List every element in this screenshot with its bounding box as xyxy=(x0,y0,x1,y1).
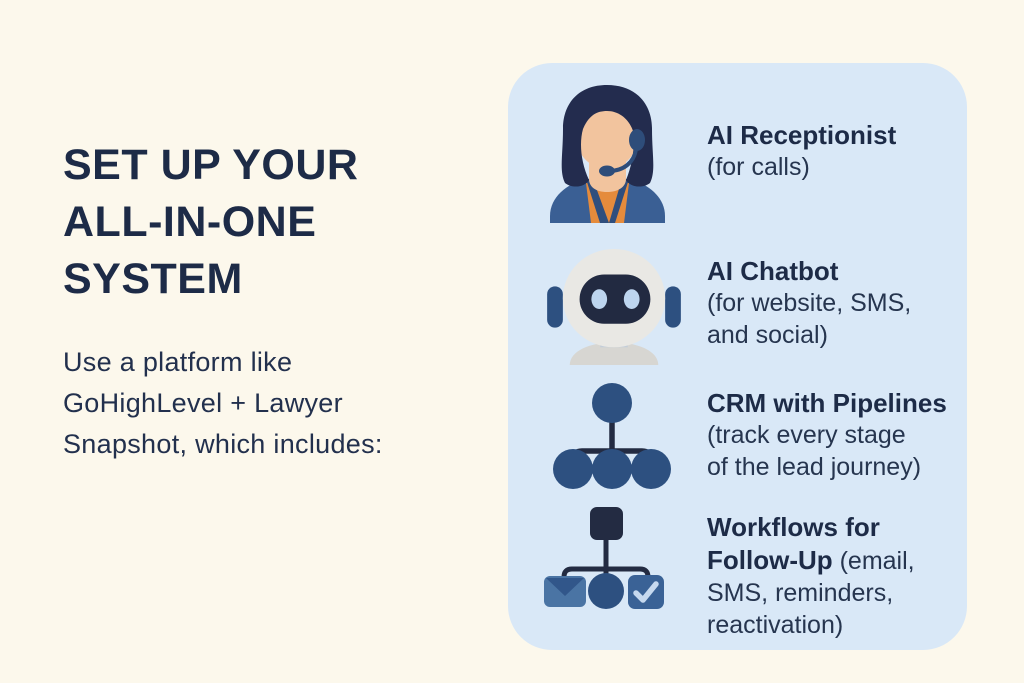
receptionist-headset-woman-icon xyxy=(545,83,670,223)
feature-item-crm: CRM with Pipelines (track every stage of… xyxy=(707,387,965,483)
feature-subtitle: (track every stage of the lead journey) xyxy=(707,421,922,481)
features-card: AI Receptionist (for calls) AI Chatbot (… xyxy=(508,63,967,650)
feature-title-and-subtitle: Workflows for Follow-Up (email, SMS, rem… xyxy=(707,511,965,641)
feature-subtitle: (email, SMS, reminders, reactivation) xyxy=(707,547,915,639)
feature-item-chatbot: AI Chatbot (for website, SMS, and social… xyxy=(707,255,965,351)
left-text-panel: SET UP YOUR ALL-IN-ONE SYSTEM Use a plat… xyxy=(63,137,483,465)
feature-title: Workflows for Follow-Up xyxy=(707,512,880,575)
workflow-follow-up-icon xyxy=(542,507,672,609)
feature-title: AI Receptionist xyxy=(707,120,897,150)
intro-paragraph: Use a platform like GoHighLevel + Lawyer… xyxy=(63,347,383,459)
feature-subtitle: (for calls) xyxy=(707,153,810,181)
feature-item-receptionist: AI Receptionist (for calls) xyxy=(707,119,965,183)
feature-subtitle: (for website, SMS, and social) xyxy=(707,289,912,349)
feature-title: AI Chatbot xyxy=(707,256,839,286)
page-title: SET UP YOUR ALL-IN-ONE SYSTEM xyxy=(63,141,359,303)
feature-title: CRM with Pipelines xyxy=(707,388,947,418)
crm-pipeline-org-chart-icon xyxy=(553,383,671,489)
chatbot-robot-icon xyxy=(545,247,683,365)
feature-item-workflows: Workflows for Follow-Up (email, SMS, rem… xyxy=(707,511,965,641)
